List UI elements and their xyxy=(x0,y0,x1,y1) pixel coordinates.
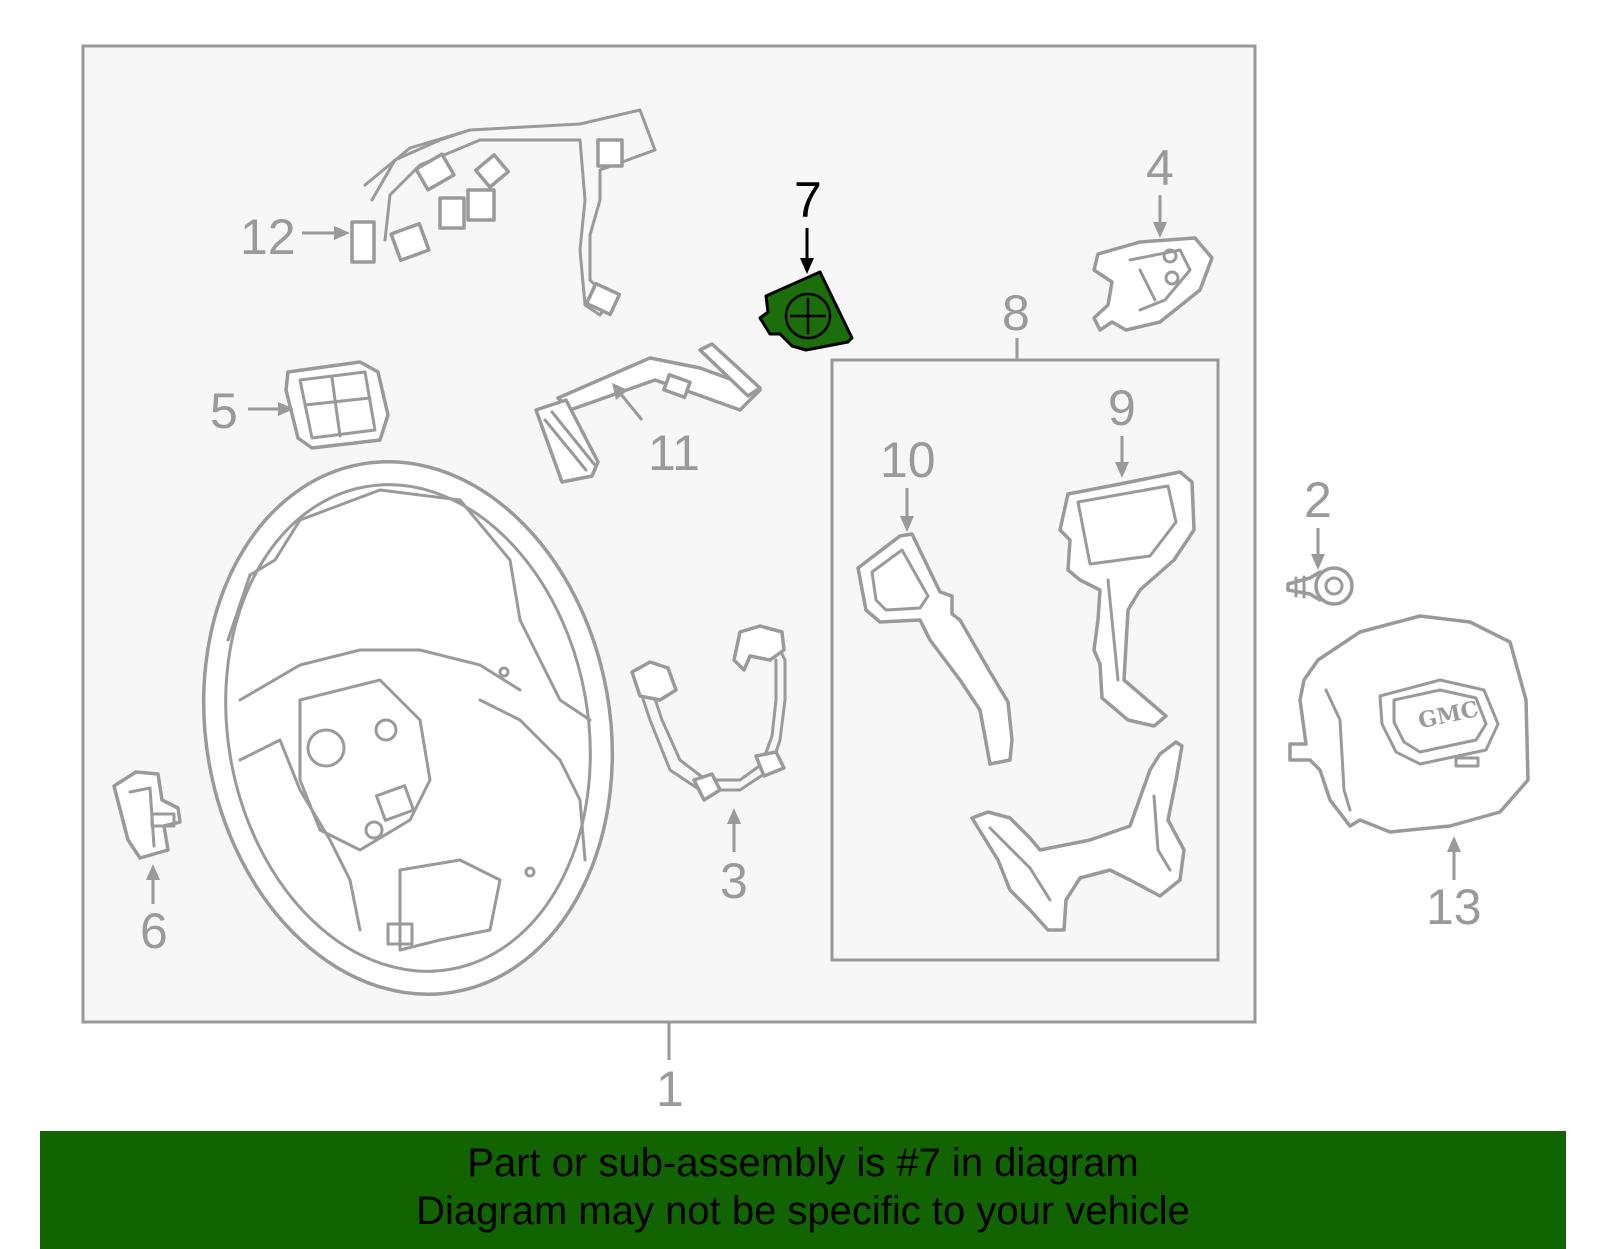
callout-13: 13 xyxy=(1426,879,1482,935)
part-7-control-module[interactable] xyxy=(758,270,854,352)
callout-12: 12 xyxy=(240,209,296,265)
part-1-steering-wheel[interactable] xyxy=(163,429,654,1027)
callout-4: 4 xyxy=(1146,140,1174,196)
callout-8: 8 xyxy=(1002,285,1030,341)
part-13-airbag-module[interactable]: GMC xyxy=(1288,614,1530,834)
part-9-bezel[interactable] xyxy=(1058,470,1196,728)
subassembly-frame-8 xyxy=(830,358,1220,962)
arrowhead-7 xyxy=(800,258,814,274)
arrowhead-9 xyxy=(1115,462,1129,478)
arrowhead-3 xyxy=(727,808,741,824)
part-6-switch[interactable] xyxy=(112,770,182,860)
arrowhead-13 xyxy=(1447,836,1461,852)
arrowhead-11 xyxy=(612,383,628,400)
part-12-wiring-harness[interactable] xyxy=(350,108,657,317)
banner-line-2: Diagram may not be specific to your vehi… xyxy=(416,1189,1190,1233)
callout-6: 6 xyxy=(140,903,168,959)
callout-2: 2 xyxy=(1304,472,1332,528)
part-11-switch-cover[interactable] xyxy=(534,342,762,484)
part-2-bolt[interactable] xyxy=(1286,566,1354,606)
callout-9: 9 xyxy=(1108,380,1136,436)
arrowhead-2 xyxy=(1311,554,1325,570)
arrowhead-4 xyxy=(1153,222,1167,238)
banner-line-1: Part or sub-assembly is #7 in diagram xyxy=(467,1141,1139,1185)
part-10-bezel[interactable] xyxy=(856,532,1014,766)
leader-11 xyxy=(618,392,644,421)
part-4-clock-spring[interactable] xyxy=(1092,236,1214,332)
callout-11: 11 xyxy=(648,425,700,481)
info-banner: Part or sub-assembly is #7 in diagram Di… xyxy=(40,1131,1566,1249)
part-3-wiring-harness[interactable] xyxy=(630,624,787,802)
arrowhead-6 xyxy=(146,864,160,880)
callout-5: 5 xyxy=(210,383,238,439)
callout-3: 3 xyxy=(720,853,748,909)
arrowhead-5 xyxy=(278,402,294,416)
callout-7: 7 xyxy=(794,172,822,228)
callout-1: 1 xyxy=(656,1061,684,1117)
arrowhead-10 xyxy=(900,516,914,532)
arrowhead-12 xyxy=(334,226,350,240)
callout-10: 10 xyxy=(880,432,936,488)
part-5-switch[interactable] xyxy=(284,360,390,450)
part-8-lower-bezel[interactable] xyxy=(970,740,1186,932)
